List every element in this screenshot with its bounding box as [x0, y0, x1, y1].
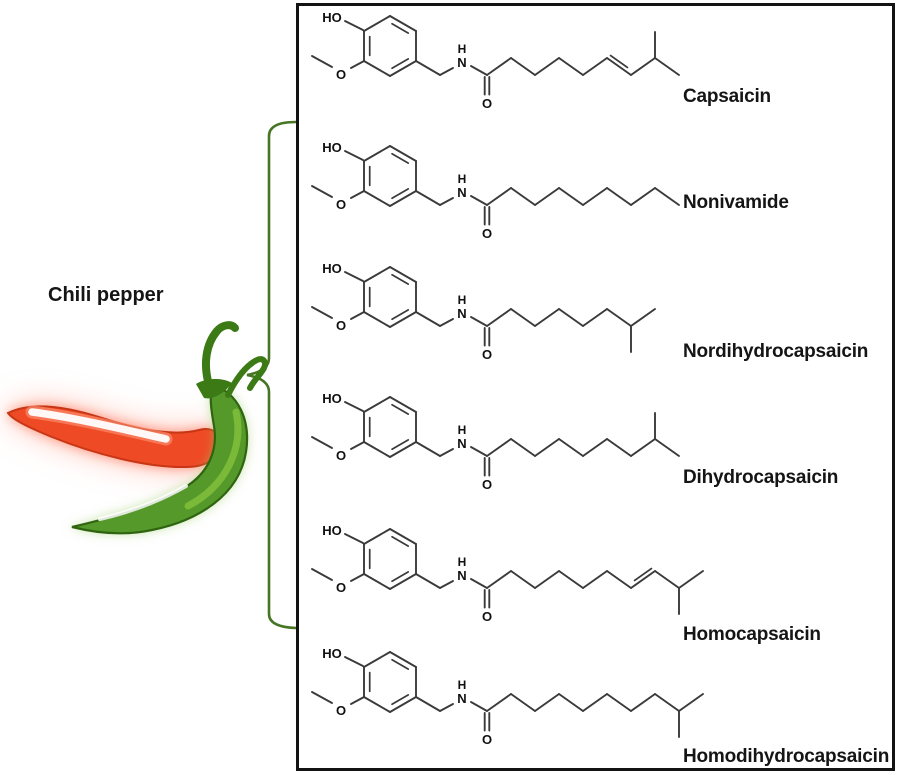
- svg-text:O: O: [336, 67, 346, 82]
- svg-text:H: H: [458, 678, 467, 692]
- svg-text:N: N: [457, 691, 466, 706]
- svg-text:HO: HO: [322, 646, 342, 661]
- svg-text:O: O: [336, 197, 346, 212]
- chili-pepper-label: Chili pepper: [48, 284, 164, 306]
- svg-text:H: H: [458, 555, 467, 569]
- green-pepper-sheen: [98, 484, 188, 521]
- svg-text:O: O: [482, 96, 492, 111]
- molecule-name-label: Dihydrocapsaicin: [683, 467, 839, 488]
- svg-text:HO: HO: [322, 261, 342, 276]
- molecule-name-label: Homocapsaicin: [683, 624, 821, 645]
- svg-text:O: O: [336, 448, 346, 463]
- svg-text:HO: HO: [322, 140, 342, 155]
- pepper-stem-left: [201, 321, 239, 389]
- svg-text:O: O: [336, 318, 346, 333]
- svg-text:N: N: [457, 436, 466, 451]
- connector-brace: [246, 120, 298, 630]
- pepper-stem-right: [225, 356, 268, 398]
- svg-text:O: O: [482, 347, 492, 362]
- svg-text:H: H: [458, 172, 467, 186]
- svg-text:H: H: [458, 293, 467, 307]
- svg-text:HO: HO: [322, 10, 342, 25]
- molecule-name-label: Capsaicin: [683, 86, 771, 107]
- svg-text:H: H: [458, 423, 467, 437]
- svg-text:O: O: [336, 703, 346, 718]
- brace-path: [246, 120, 298, 630]
- svg-text:N: N: [457, 306, 466, 321]
- svg-text:N: N: [457, 55, 466, 70]
- molecule-name-label: Nordihydrocapsaicin: [683, 341, 869, 362]
- green-pepper-highlight: [184, 408, 242, 510]
- pepper-stems: [196, 321, 268, 399]
- svg-text:HO: HO: [322, 523, 342, 538]
- svg-text:O: O: [482, 226, 492, 241]
- svg-text:O: O: [482, 477, 492, 492]
- molecule-name-label: Homodihydrocapsaicin: [683, 746, 890, 767]
- molecule-name-label: Nonivamide: [683, 192, 789, 213]
- chili-pepper-illustration: [6, 321, 268, 535]
- red-pepper: [6, 405, 223, 469]
- svg-text:O: O: [336, 580, 346, 595]
- svg-text:HO: HO: [322, 391, 342, 406]
- svg-text:O: O: [482, 732, 492, 747]
- green-pepper: [71, 383, 249, 535]
- svg-text:N: N: [457, 568, 466, 583]
- red-pepper-highlight: [28, 408, 170, 443]
- svg-text:O: O: [482, 609, 492, 624]
- svg-text:N: N: [457, 185, 466, 200]
- svg-text:H: H: [458, 42, 467, 56]
